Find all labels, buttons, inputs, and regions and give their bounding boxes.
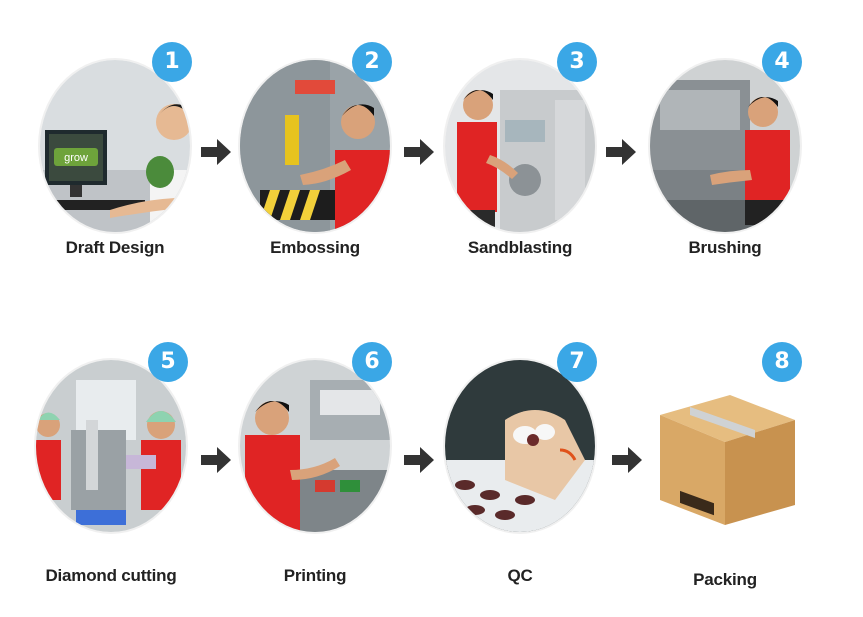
step-6-badge: 6 (352, 342, 392, 382)
brushing-illustration (650, 60, 800, 232)
step-6: 6 Printing (240, 342, 410, 602)
brushing-photo (650, 60, 800, 232)
step-2-label: Embossing (270, 238, 360, 257)
step-2: 2 Embossing (240, 42, 410, 302)
step-8: 8 Packing (650, 342, 820, 602)
diamond-cutting-photo (36, 360, 186, 532)
draft-design-illustration: grow (40, 60, 190, 232)
screen-text: grow (64, 152, 88, 164)
diamond-cutting-illustration (36, 360, 186, 532)
printing-photo (240, 360, 390, 532)
draft-design-photo: grow (40, 60, 190, 232)
step-7: 7 QC (445, 342, 615, 602)
qc-photo (445, 360, 595, 532)
step-5-label: Diamond cutting (45, 566, 177, 585)
step-4: 4 Brushing (650, 42, 820, 302)
packing-image (650, 360, 800, 532)
step-3: 3 Sandblasting (445, 42, 615, 302)
step-1-label: Draft Design (65, 238, 165, 257)
step-4-label: Brushing (688, 238, 762, 257)
step-7-label: QC (507, 566, 533, 585)
sandblasting-photo (445, 60, 595, 232)
embossing-illustration (240, 60, 390, 232)
sandblasting-illustration (445, 60, 595, 232)
step-2-badge: 2 (352, 42, 392, 82)
step-6-label: Printing (283, 566, 347, 585)
right-arrow-icon (610, 445, 644, 475)
step-7-badge: 7 (557, 342, 597, 382)
step-8-badge: 8 (762, 342, 802, 382)
right-arrow-icon (402, 137, 436, 167)
printing-illustration (240, 360, 390, 532)
step-5-badge: 5 (148, 342, 188, 382)
right-arrow-icon (199, 137, 233, 167)
step-3-label: Sandblasting (467, 238, 573, 257)
cardboard-box-icon (660, 395, 795, 525)
step-1-badge: 1 (152, 42, 192, 82)
embossing-photo (240, 60, 390, 232)
qc-illustration (445, 360, 595, 532)
step-8-label: Packing (693, 570, 757, 589)
step-5: 5 Diamond cutting (36, 342, 206, 602)
step-1: grow 1 Draft Design (40, 42, 210, 302)
right-arrow-icon (604, 137, 638, 167)
step-4-badge: 4 (762, 42, 802, 82)
right-arrow-icon (199, 445, 233, 475)
step-3-badge: 3 (557, 42, 597, 82)
right-arrow-icon (402, 445, 436, 475)
